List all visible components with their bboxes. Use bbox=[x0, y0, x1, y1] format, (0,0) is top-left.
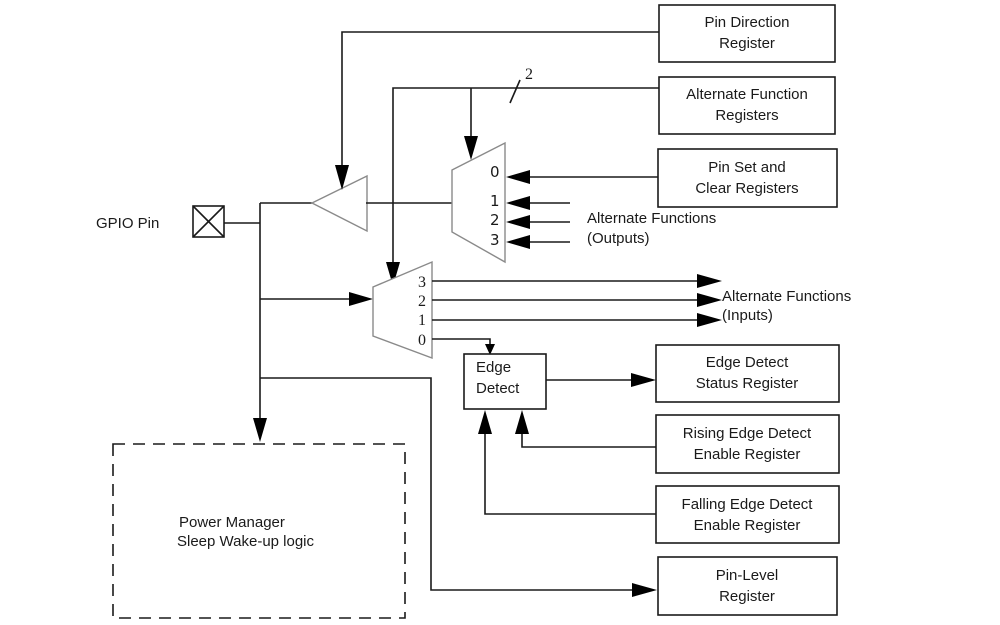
pin-level-label-1: Pin-Level bbox=[716, 567, 779, 584]
arrow-input-mux-in bbox=[349, 292, 373, 306]
arrow-to-power-manager bbox=[253, 418, 267, 442]
power-manager-block bbox=[112, 443, 406, 619]
arrow-rising-enable bbox=[515, 410, 529, 434]
pin-direction-label-2: Register bbox=[719, 35, 775, 52]
pin-level-register: Pin-Level Register bbox=[657, 556, 838, 616]
wire-rising-enable bbox=[521, 425, 656, 448]
arrow-falling-enable bbox=[478, 410, 492, 434]
wire-alt-func-select bbox=[392, 87, 660, 268]
alt-functions-inputs-label-2: (Inputs) bbox=[722, 307, 773, 324]
edge-detect-label-1: Edge bbox=[476, 359, 511, 376]
falling-label-2: Enable Register bbox=[694, 517, 801, 534]
output-mux-input-0: 0 bbox=[490, 163, 500, 181]
output-mux bbox=[451, 141, 506, 264]
falling-label-1: Falling Edge Detect bbox=[682, 496, 814, 513]
input-mux-output-2: 2 bbox=[418, 293, 426, 310]
bus-width-slash bbox=[509, 79, 521, 104]
arrow-alt-in-1 bbox=[697, 313, 722, 327]
output-buffer bbox=[310, 174, 368, 233]
arrow-alt-in-2 bbox=[697, 293, 722, 307]
edge-detect-label-2: Detect bbox=[476, 380, 520, 397]
arrow-mux-input-2 bbox=[506, 215, 530, 229]
wire-pin-level bbox=[260, 377, 635, 591]
alt-func-label-2: Registers bbox=[715, 107, 778, 124]
rising-edge-enable-register: Rising Edge Detect Enable Register bbox=[655, 414, 840, 474]
falling-edge-enable-register: Falling Edge Detect Enable Register bbox=[655, 485, 840, 544]
pad-cross-b bbox=[192, 205, 225, 238]
arrow-into-edge-detect bbox=[485, 344, 495, 355]
gpio-pin-label: GPIO Pin bbox=[96, 215, 159, 232]
output-mux-input-2: 2 bbox=[490, 211, 500, 229]
arrow-mux-input-3 bbox=[506, 235, 530, 249]
pin-direction-register: Pin Direction Register bbox=[658, 4, 836, 63]
pin-set-label-2: Clear Registers bbox=[695, 180, 798, 197]
input-mux bbox=[372, 260, 433, 360]
rising-label-2: Enable Register bbox=[694, 446, 801, 463]
alt-functions-outputs-label-2: (Outputs) bbox=[587, 230, 650, 247]
gpio-pin: GPIO Pin bbox=[96, 205, 225, 238]
wire-pin-direction-to-buffer bbox=[341, 31, 660, 172]
input-mux-output-1: 1 bbox=[418, 312, 426, 329]
bus-width-label: 2 bbox=[525, 66, 533, 83]
arrow-pin-level bbox=[632, 583, 657, 597]
output-mux-input-1: 1 bbox=[490, 192, 500, 210]
arrow-direction-enable bbox=[335, 165, 349, 190]
power-manager-label-1: Power Manager bbox=[179, 514, 285, 531]
power-manager-label-2: Sleep Wake-up logic bbox=[177, 533, 315, 550]
arrow-select-input-mux bbox=[386, 262, 400, 286]
edge-status-label-1: Edge Detect bbox=[706, 354, 789, 371]
alternate-function-registers: Alternate Function Registers bbox=[658, 76, 836, 135]
arrow-select-output-mux bbox=[464, 136, 478, 160]
wire-input0-to-edge-detect bbox=[432, 338, 491, 346]
edge-status-label-2: Status Register bbox=[696, 375, 799, 392]
alt-functions-inputs-label-1: Alternate Functions bbox=[722, 288, 851, 305]
rising-label-1: Rising Edge Detect bbox=[683, 425, 812, 442]
alt-functions-outputs-label-1: Alternate Functions bbox=[587, 210, 716, 227]
wire-falling-enable bbox=[484, 425, 656, 515]
pin-level-label-2: Register bbox=[719, 588, 775, 605]
arrow-edge-status bbox=[631, 373, 656, 387]
arrow-mux-input-0 bbox=[506, 170, 530, 184]
alt-func-label-1: Alternate Function bbox=[686, 86, 808, 103]
edge-detect-block bbox=[463, 353, 547, 410]
arrow-mux-input-1 bbox=[506, 196, 530, 210]
input-mux-output-3: 3 bbox=[418, 274, 426, 291]
input-mux-output-0: 0 bbox=[418, 332, 426, 349]
pin-direction-label-1: Pin Direction bbox=[704, 14, 789, 31]
pin-set-clear-registers: Pin Set and Clear Registers bbox=[657, 148, 838, 208]
pin-set-label-1: Pin Set and bbox=[708, 159, 786, 176]
edge-detect-status-register: Edge Detect Status Register bbox=[655, 344, 840, 403]
output-mux-input-3: 3 bbox=[490, 231, 500, 249]
arrow-alt-in-3 bbox=[697, 274, 722, 288]
